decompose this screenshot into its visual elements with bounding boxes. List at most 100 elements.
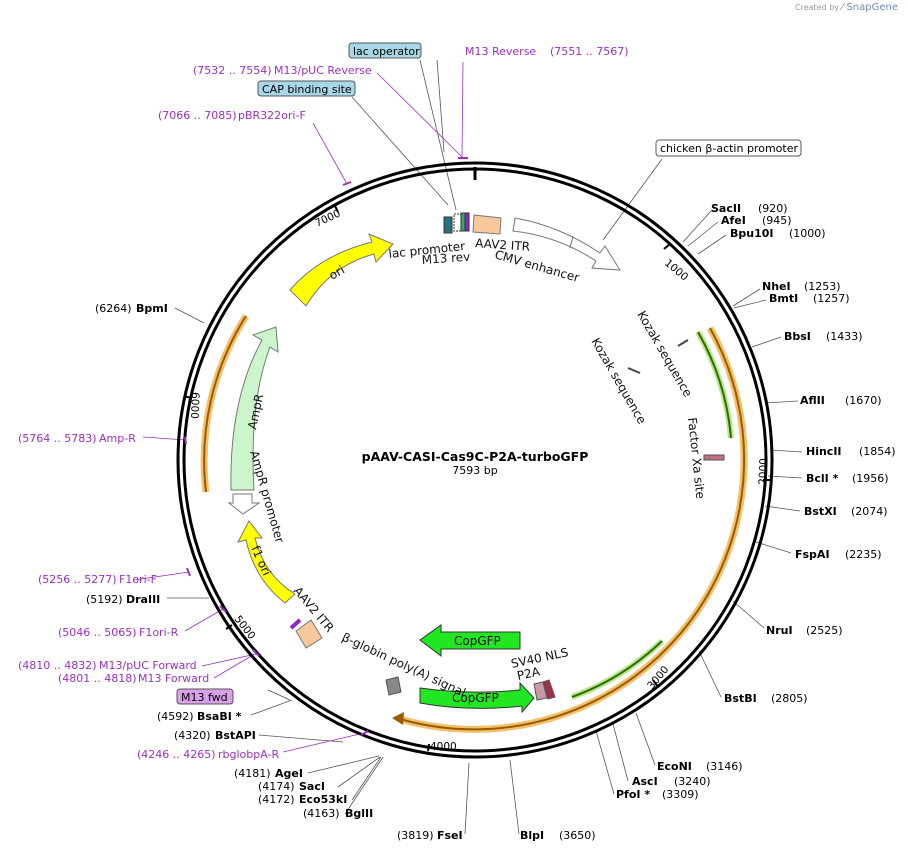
- primer-rbglob-pos: (4246 .. 4265): [137, 748, 216, 761]
- snapgene-logo: ⁄ SnapGene: [841, 2, 898, 13]
- m13-rev-box: [464, 212, 470, 232]
- p2a-box: [533, 681, 548, 701]
- kozak-mark-1: [677, 339, 689, 347]
- m13-fwd-text: M13 fwd: [181, 691, 228, 704]
- site-nrui-pos: (2525): [806, 624, 843, 637]
- site-bmti-name: BmtI: [769, 292, 798, 305]
- label-aav2-itr-top: AAV2 ITR: [475, 236, 531, 254]
- left-arc-core: [203, 315, 247, 493]
- primer-pbr322-pos: (7066 .. 7085): [158, 109, 237, 122]
- itr-left-mark: [289, 618, 302, 630]
- primer-m13-forward-pos: (4801 .. 4818): [58, 672, 137, 685]
- cas9-arrowhead: [392, 712, 404, 725]
- primer-f1ori-f-pos: (5256 .. 5277): [38, 573, 117, 586]
- site-nhei-pos: (1253): [804, 280, 841, 293]
- bglobin-polya-box: [385, 676, 402, 696]
- tick-label-7000: 7000: [313, 208, 342, 230]
- site-bpmi-name: BpmI: [136, 302, 168, 315]
- label-ori: ori: [327, 263, 348, 283]
- site-afei-pos: (945): [762, 214, 792, 227]
- site-bbsi-name: BbsI: [784, 330, 811, 343]
- site-draiii-name: DraIII: [126, 593, 160, 606]
- site-bglii-pos: (4163): [303, 807, 340, 820]
- site-asci-pos: (3240): [674, 775, 711, 788]
- ampr-promoter-arrow: [227, 493, 261, 515]
- primer-m13puc-reverse-name: M13/pUC Reverse: [274, 64, 372, 77]
- site-hincii-pos: (1854): [859, 445, 896, 458]
- cap-site-text: CAP binding site: [262, 83, 352, 96]
- site-eco53ki-name: Eco53kI: [299, 793, 347, 806]
- aav2-itr-top-box: [472, 214, 502, 235]
- tick-label-2000: 2000: [757, 458, 770, 485]
- site-afei-name: AfeI: [721, 214, 746, 227]
- copgfp-arrow-1: [419, 624, 521, 658]
- site-bcli-pos: (1956): [852, 472, 889, 485]
- label-kozak-1: Kozak sequence: [634, 309, 695, 400]
- kozak-mark-2: [627, 367, 641, 374]
- site-pfoi-name: PfoI *: [616, 788, 650, 801]
- site-bpu10i-name: Bpu10I: [730, 227, 774, 240]
- primer-pbr322-name: pBR322ori-F: [238, 109, 306, 122]
- site-bpmi-pos: (6264): [95, 302, 132, 315]
- site-sacii-name: SacII: [711, 202, 741, 215]
- site-bstbi-name: BstBI: [724, 692, 757, 705]
- cmv-divider: [569, 235, 574, 249]
- site-econi-name: EcoNI: [657, 760, 692, 773]
- green-arc-top-core: [697, 331, 732, 439]
- green-arc-bottom-core: [571, 640, 663, 698]
- site-agei-pos: (4181): [234, 767, 271, 780]
- site-bsabi-pos: (4592): [157, 710, 194, 723]
- sv40-nls-box: [542, 679, 556, 700]
- site-bstapi-name: BstAPI: [215, 729, 256, 742]
- m13-fwd-mark: [252, 649, 260, 657]
- primer-f1ori-r-pos: (5046 .. 5065): [58, 626, 137, 639]
- label-kozak-2: Kozak sequence: [588, 336, 649, 427]
- site-bstapi-pos: (4320): [174, 729, 211, 742]
- snapgene-watermark: Created by ⁄ SnapGene: [795, 2, 898, 13]
- cmv-enhancer-arrow: [512, 217, 621, 271]
- site-asci-name: AscI: [632, 775, 658, 788]
- site-bbsi-pos: (1433): [826, 330, 863, 343]
- green-arc-top: [695, 330, 734, 439]
- primer-m13-reverse-name: M13 Reverse: [465, 45, 536, 58]
- site-pfoi-pos: (3309): [662, 788, 699, 801]
- site-eco53ki-pos: (4172): [258, 793, 295, 806]
- lac-operator-box: [460, 212, 466, 232]
- label-factor-xa: Factor Xa site: [685, 417, 707, 500]
- primer-f1ori-f-name: F1ori-F: [119, 573, 157, 586]
- site-fspai-name: FspAI: [795, 548, 830, 561]
- lac-promoter-box: [443, 216, 453, 234]
- factor-xa-mark: [703, 454, 725, 461]
- watermark-brand: SnapGene: [846, 2, 898, 13]
- leader-lines: [133, 59, 803, 835]
- amp-r-mark: [184, 436, 187, 445]
- site-blpi-name: BlpI: [520, 829, 544, 842]
- site-fsei-pos: (3819): [397, 829, 434, 842]
- site-saci-pos: (4174): [258, 780, 295, 793]
- primer-m13puc-forward-name: M13/pUC Forward: [99, 659, 197, 672]
- plasmid-name: pAAV-CASI-Cas9C-P2A-turboGFP: [362, 449, 589, 464]
- label-copgfp-1: CopGFP: [454, 634, 501, 648]
- label-copgfp-2: CopGFP: [452, 691, 499, 705]
- f1ori-f-mark: [186, 567, 191, 577]
- plasmid-size: 7593 bp: [452, 464, 497, 477]
- primer-ampr-pos: (5764 .. 5783): [18, 432, 97, 445]
- site-sacii-pos: (920): [758, 202, 788, 215]
- site-bmti-pos: (1257): [813, 292, 850, 305]
- cap-site-tag: [257, 80, 356, 97]
- scale-ticks: [183, 205, 771, 752]
- copgfp-arrow-2: [419, 681, 535, 714]
- ampr-arrow: [230, 326, 279, 491]
- primer-m13-forward-name: M13 Forward: [138, 672, 209, 685]
- f1ori-r-mark: [219, 605, 227, 613]
- primer-f1ori-r-name: F1ori-R: [139, 626, 179, 639]
- site-aflii-name: AflII: [800, 394, 825, 407]
- site-saci-name: SacI: [299, 780, 325, 793]
- lac-operator-tag: [348, 42, 422, 59]
- site-bglii-name: BglII: [345, 807, 373, 820]
- site-bstbi-pos: (2805): [771, 692, 808, 705]
- site-nhei-name: NheI: [762, 280, 791, 293]
- primer-m13-reverse-pos: (7551 .. 7567): [550, 45, 629, 58]
- lac-operator-text: lac operator: [353, 45, 420, 58]
